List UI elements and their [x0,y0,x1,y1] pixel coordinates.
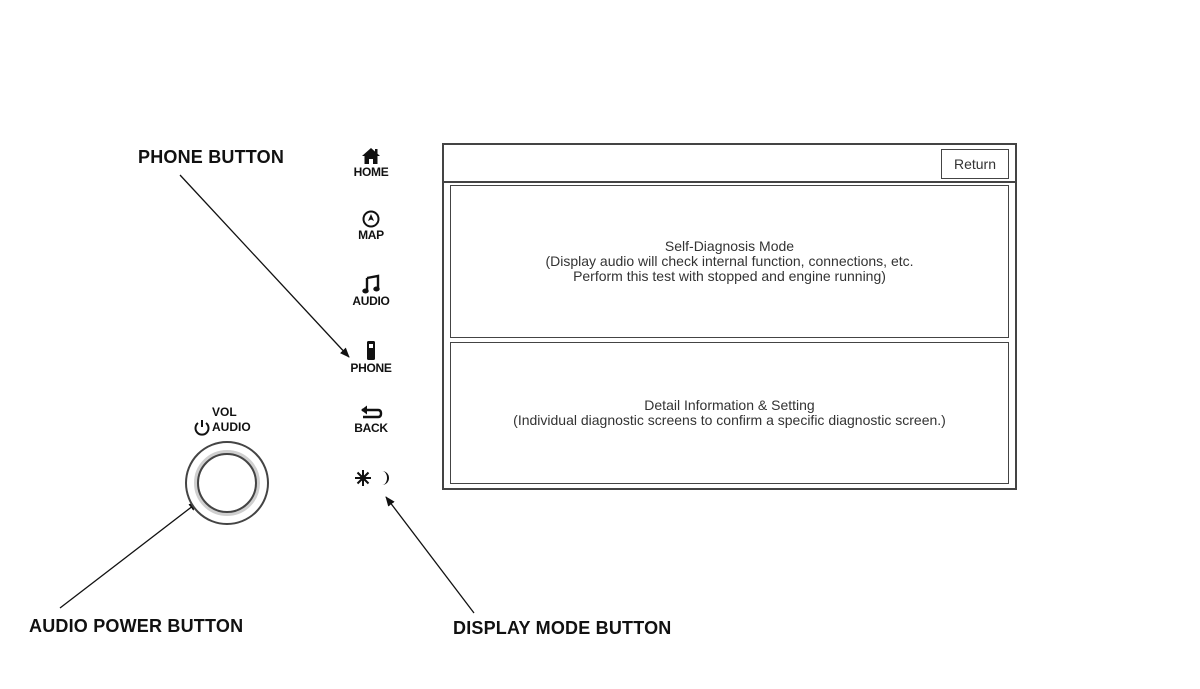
detail-info-line1: (Individual diagnostic screens to confir… [513,412,946,428]
phone-button[interactable]: PHONE [341,340,401,375]
phone-button-callout: PHONE BUTTON [138,147,285,167]
display-mode-leader-line [385,496,475,614]
back-button[interactable]: BACK [341,404,401,435]
audio-button-label: AUDIO [352,294,390,308]
screen-header-divider [444,181,1015,183]
back-arrow-icon [361,405,383,419]
audio-power-knob-ring [197,453,257,513]
self-diagnosis-mode-option[interactable]: Self-Diagnosis Mode (Display audio will … [450,185,1009,338]
audio-power-leader-line [59,501,199,609]
return-button[interactable]: Return [941,149,1009,179]
map-button-label: MAP [358,228,384,242]
audio-power-knob-inner [194,450,260,516]
detail-information-setting-option[interactable]: Detail Information & Setting (Individual… [450,342,1009,484]
home-icon [362,148,380,164]
back-button-label: BACK [354,421,388,435]
sun-moon-icon [355,470,389,486]
phone-icon [367,341,375,360]
power-icon [194,420,210,436]
self-diagnosis-title: Self-Diagnosis Mode [664,238,795,254]
audio-button[interactable]: AUDIO [341,274,401,308]
self-diagnosis-line2: Perform this test with stopped and engin… [573,268,886,284]
display-mode-button[interactable] [341,468,401,488]
home-button[interactable]: HOME [341,146,401,179]
self-diagnosis-line1: (Display audio will check internal funct… [545,253,914,269]
audio-power-knob[interactable] [185,441,269,525]
detail-info-title: Detail Information & Setting [644,397,815,413]
music-note-icon [362,274,380,294]
map-icon [362,210,380,228]
audio-knob-label: AUDIO [212,420,251,434]
map-button[interactable]: MAP [341,209,401,242]
phone-leader-line [179,174,350,358]
home-button-label: HOME [353,165,389,179]
audio-power-button-callout: AUDIO POWER BUTTON [29,616,244,636]
display-screen: Return Self-Diagnosis Mode (Display audi… [442,143,1017,490]
display-mode-button-callout: DISPLAY MODE BUTTON [453,618,672,638]
phone-button-label: PHONE [350,361,392,375]
vol-label: VOL [212,405,237,419]
